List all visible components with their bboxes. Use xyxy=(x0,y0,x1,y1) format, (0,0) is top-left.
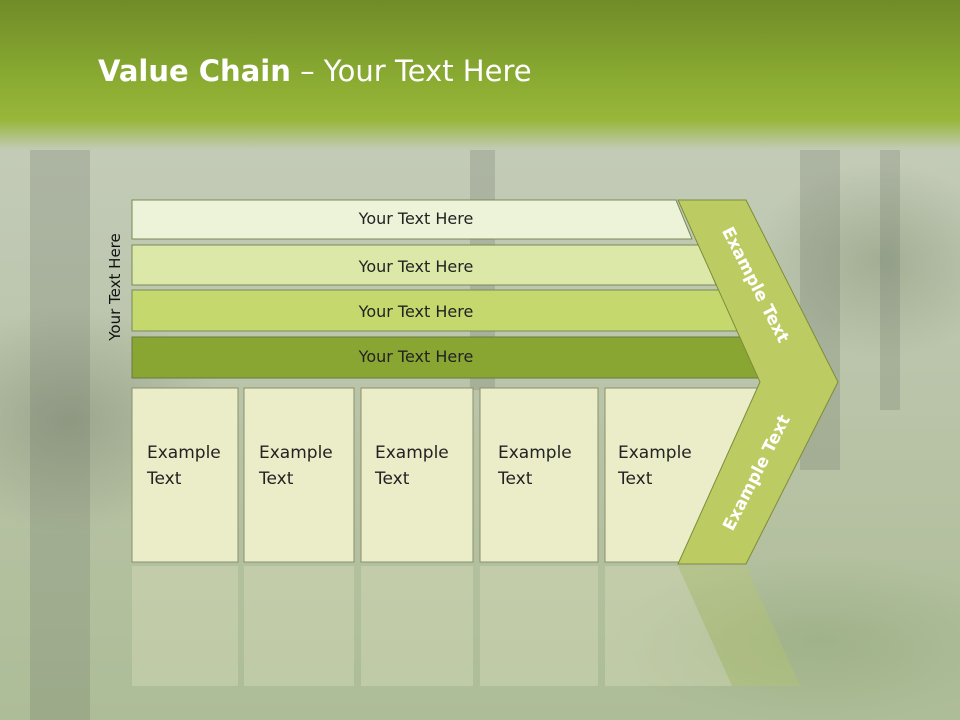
bar-label-2: Your Text Here xyxy=(358,257,474,276)
bar-label-4: Your Text Here xyxy=(358,347,474,366)
title-bold: Value Chain xyxy=(98,54,291,88)
header-band xyxy=(0,0,960,150)
page-title: Value Chain – Your Text Here xyxy=(98,54,532,88)
cell-1 xyxy=(131,387,239,563)
bar-label-3: Your Text Here xyxy=(358,302,474,321)
cell-2 xyxy=(243,387,355,563)
title-rest: – Your Text Here xyxy=(290,54,532,88)
bar-label-1: Your Text Here xyxy=(358,209,474,228)
reflection xyxy=(132,566,800,686)
chevron xyxy=(677,199,839,565)
bar-1 xyxy=(131,199,693,240)
cell-4 xyxy=(479,387,599,563)
cell-3 xyxy=(360,387,474,563)
